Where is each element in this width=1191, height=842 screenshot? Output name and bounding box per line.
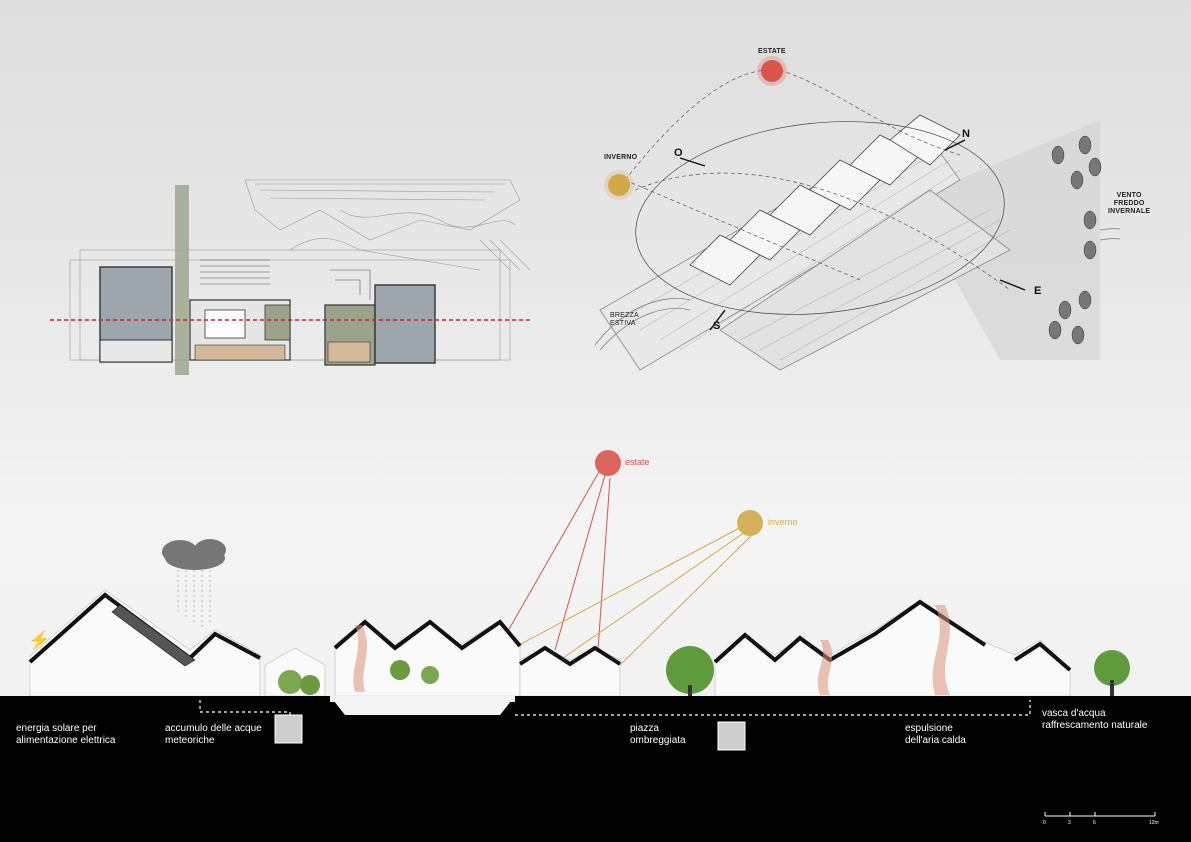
winter-sun-label: inverno [768, 517, 798, 527]
summer-sun-label: estate [625, 457, 650, 467]
scale-tick-3: 3 [1068, 820, 1071, 826]
section-label-solar: energia solare per alimentazione elettri… [16, 723, 116, 746]
building-section: estate inverno ⚡ energia solare per alim… [0, 430, 1191, 842]
east-label: E [1034, 285, 1042, 297]
scale-tick-0: 0 [1043, 820, 1046, 826]
sun-icon [737, 510, 763, 536]
section-label-rainwater: accumulo delle acque meteoriche [165, 723, 262, 746]
axonometric-diagram: ESTATE INVERNO N O E S VENTO FREDDO INVE… [580, 40, 1150, 380]
lightning-icon: ⚡ [28, 630, 51, 650]
winter-wind-label: VENTO FREDDO INVERNALE [1108, 192, 1151, 215]
north-label: N [962, 128, 970, 140]
tree-icon [278, 646, 1130, 700]
south-label: S [713, 320, 721, 332]
sun-icon [608, 174, 630, 196]
section-label-piazza: piazza ombreggiata [630, 723, 686, 746]
scale-tick-6: 6 [1093, 820, 1096, 826]
west-label: O [674, 147, 683, 159]
summer-breeze-label: BREZZA ESTIVA [610, 312, 639, 327]
section-label-water-basin: vasca d'acqua raffrescamento naturale [1042, 708, 1148, 731]
winter-sun-label: INVERNO [604, 154, 638, 161]
cloud-rain-icon [162, 539, 226, 630]
site-plan [50, 179, 531, 375]
scale-tick-12m: 12m [1149, 820, 1159, 826]
section-label-hot-air: espulsione dell'aria calda [905, 723, 966, 746]
sun-icon [595, 450, 621, 476]
summer-sun-label: ESTATE [758, 48, 786, 55]
tree-icon [1048, 135, 1102, 345]
sun-icon [761, 60, 783, 82]
